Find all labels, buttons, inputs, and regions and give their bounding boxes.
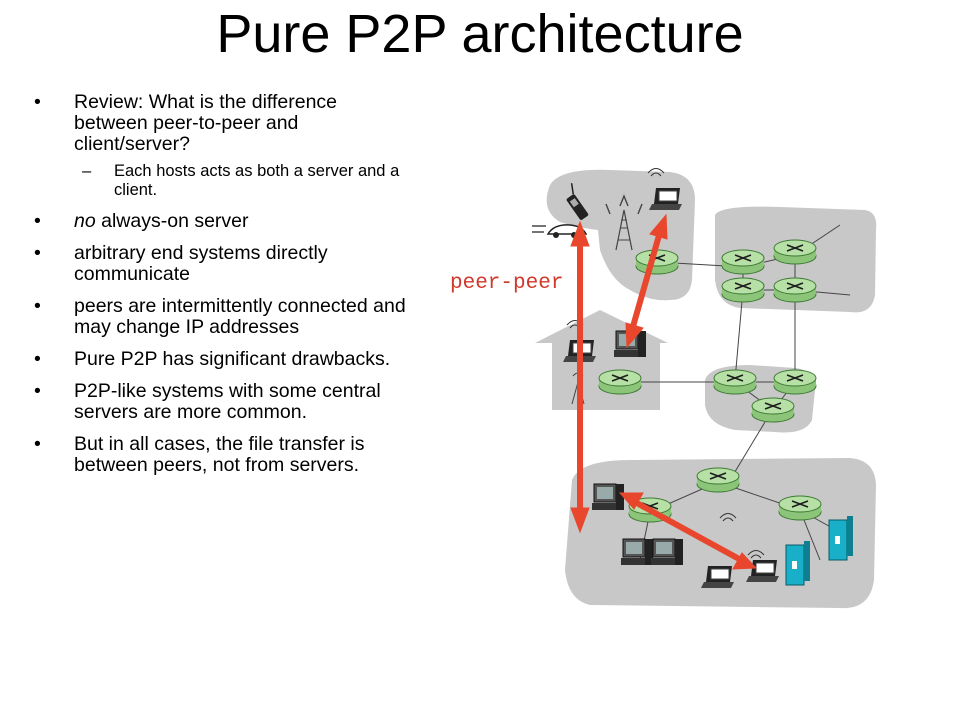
home-house-icon (535, 310, 668, 410)
bullet-item: • P2P-like systems with some central ser… (34, 381, 414, 423)
bullet-dot: • (34, 380, 41, 402)
router-icon (773, 277, 817, 303)
server-icon (785, 540, 811, 586)
router-icon (598, 369, 642, 395)
peer-arrow-head (649, 213, 668, 240)
peer-arrow-head (732, 552, 758, 570)
network-diagram (532, 168, 877, 609)
router-icon (751, 397, 795, 423)
cell-phone-icon (566, 183, 589, 220)
bullet-item: • no always-on server (34, 211, 414, 232)
bullet-item: • peers are intermittently connected and… (34, 296, 414, 338)
bullet-item: • Pure P2P has significant drawbacks. (34, 349, 414, 370)
bullet-text: Review: What is the difference between p… (74, 91, 338, 155)
peer-arrow (629, 231, 663, 331)
sub-bullet-text: Each hosts acts as both a server and a c… (114, 162, 400, 199)
peer-arrow-head (570, 507, 590, 534)
router-icon (773, 239, 817, 265)
router-icon (721, 277, 765, 303)
bullet-emphasis: no (74, 210, 96, 232)
sub-bullet-item: – Each hosts acts as both a server and a… (34, 162, 414, 200)
peer-arrow-head (570, 220, 590, 247)
bullet-dot: • (34, 210, 41, 232)
bullet-text: P2P-like systems with some central serve… (74, 380, 381, 423)
bullet-list: • Review: What is the difference between… (34, 92, 414, 487)
bullet-text: But in all cases, the file transfer is b… (74, 433, 365, 476)
bullet-item: • But in all cases, the file transfer is… (34, 434, 414, 476)
router-icon (696, 467, 740, 493)
bullet-dot: • (34, 295, 41, 317)
desktop-pc-icon (620, 538, 654, 566)
bullet-dot: • (34, 433, 41, 455)
server-icon (828, 515, 854, 561)
bullet-dot: • (34, 242, 41, 264)
cell-tower-icon (605, 194, 643, 251)
bullet-dot: • (34, 91, 41, 113)
bullet-text: always-on server (95, 210, 249, 232)
bullet-item: • arbitrary end systems directly communi… (34, 243, 414, 285)
bullet-text: peers are intermittently connected and m… (74, 295, 406, 338)
router-icon (721, 249, 765, 275)
router-icon (635, 249, 679, 275)
sub-bullet-dash: – (82, 162, 92, 180)
peer-arrow-head (618, 492, 644, 510)
router-icon (773, 369, 817, 395)
bullet-text: arbitrary end systems directly communica… (74, 242, 328, 285)
desktop-pc-icon (650, 538, 684, 566)
peer-arrow (633, 499, 743, 563)
peer-arrow-head (625, 322, 644, 349)
slide-title: Pure P2P architecture (216, 4, 744, 64)
bullet-item: • Review: What is the difference between… (34, 92, 414, 155)
bullet-text: Pure P2P has significant drawbacks. (74, 348, 391, 370)
bullet-dot: • (34, 348, 41, 370)
router-icon (713, 369, 757, 395)
router-icon (778, 495, 822, 521)
desktop-pc-icon (591, 483, 625, 511)
peer-peer-label: peer-peer (450, 272, 564, 295)
